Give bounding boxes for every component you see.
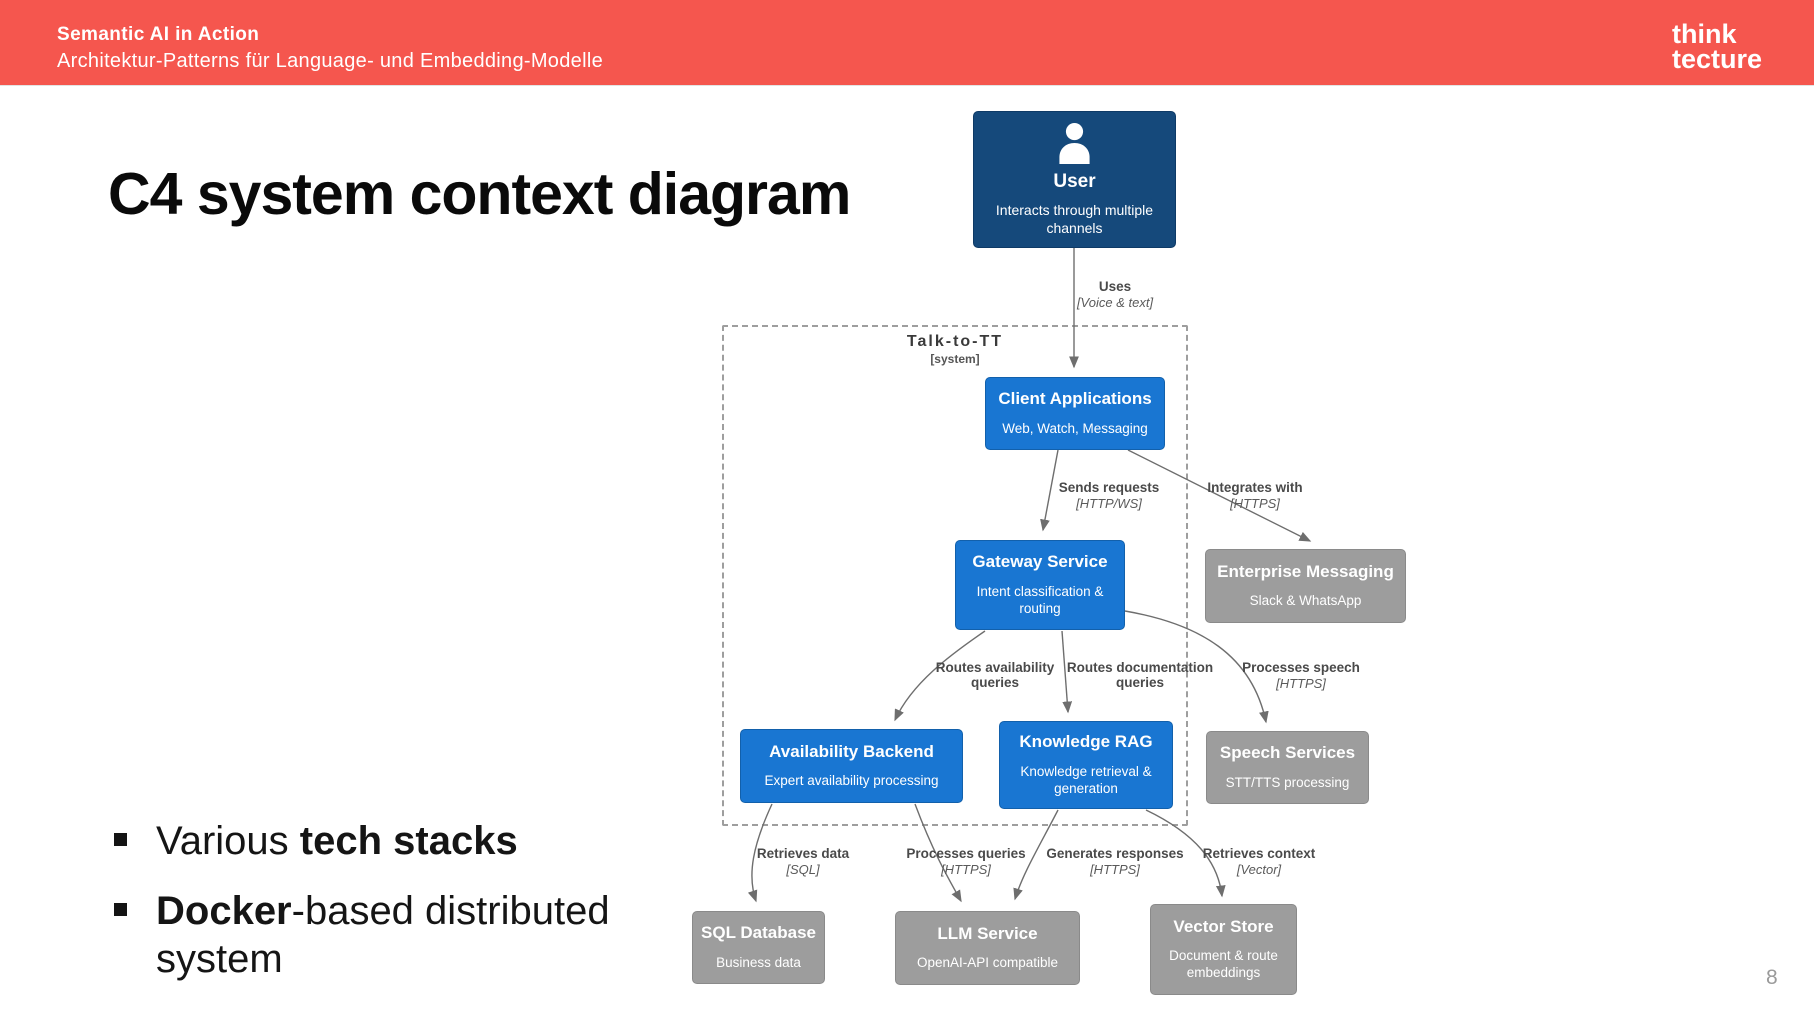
node-sql-database: SQL Database Business data bbox=[692, 911, 825, 984]
thinktecture-logo: think tecture bbox=[1672, 19, 1763, 74]
node-availability-backend: Availability Backend Expert availability… bbox=[740, 729, 963, 803]
edge-label-integrates-with: Integrates with [HTTPS] bbox=[1207, 480, 1303, 511]
edge-label-routes-availability: Routes availability queries bbox=[935, 660, 1055, 690]
edge-label-processes-speech: Processes speech [HTTPS] bbox=[1242, 660, 1360, 691]
edge-label-processes-queries: Processes queries [HTTPS] bbox=[906, 846, 1026, 877]
logo-line-2: tecture bbox=[1672, 44, 1763, 74]
edge-label-sends-requests: Sends requests [HTTP/WS] bbox=[1058, 480, 1160, 511]
edge-label-retrieves-context: Retrieves context [Vector] bbox=[1202, 846, 1316, 877]
bullet-square-icon bbox=[114, 903, 127, 916]
bullet-item: Docker-based distributed system bbox=[114, 887, 626, 983]
page-title: C4 system context diagram bbox=[108, 161, 851, 227]
edge-label-retrieves-data: Retrieves data [SQL] bbox=[756, 846, 850, 877]
deck-title: Semantic AI in Action bbox=[57, 24, 260, 45]
user-icon bbox=[1059, 122, 1090, 164]
boundary-subtitle: [system] bbox=[930, 352, 980, 366]
boundary-title: Talk-to-TT bbox=[906, 333, 1004, 350]
edge-label-routes-documentation: Routes documentation queries bbox=[1066, 660, 1214, 690]
logo-line-1: think bbox=[1672, 19, 1737, 49]
edge-label-generates-responses: Generates responses [HTTPS] bbox=[1046, 846, 1184, 877]
node-knowledge-rag: Knowledge RAG Knowledge retrieval & gene… bbox=[999, 721, 1173, 809]
bullet-text: Docker-based distributed system bbox=[156, 889, 610, 981]
bullet-square-icon bbox=[114, 833, 127, 846]
edge-label-uses: Uses [Voice & text] bbox=[1076, 279, 1154, 310]
node-user: User Interacts through multiple channels bbox=[973, 111, 1176, 248]
deck-subtitle: Architektur-Patterns für Language- und E… bbox=[57, 50, 603, 72]
header-bar: Semantic AI in Action Architektur-Patter… bbox=[0, 0, 1814, 85]
node-llm-service: LLM Service OpenAI-API compatible bbox=[895, 911, 1080, 985]
bullet-text: Various tech stacks bbox=[156, 819, 518, 863]
node-vector-store: Vector Store Document & route embeddings bbox=[1150, 904, 1297, 995]
page-number: 8 bbox=[1766, 966, 1778, 989]
node-speech-services: Speech Services STT/TTS processing bbox=[1206, 731, 1369, 804]
node-client-applications: Client Applications Web, Watch, Messagin… bbox=[985, 377, 1165, 450]
node-enterprise-messaging: Enterprise Messaging Slack & WhatsApp bbox=[1205, 549, 1406, 623]
node-gateway-service: Gateway Service Intent classification & … bbox=[955, 540, 1125, 630]
bullet-item: Various tech stacks bbox=[114, 817, 626, 865]
